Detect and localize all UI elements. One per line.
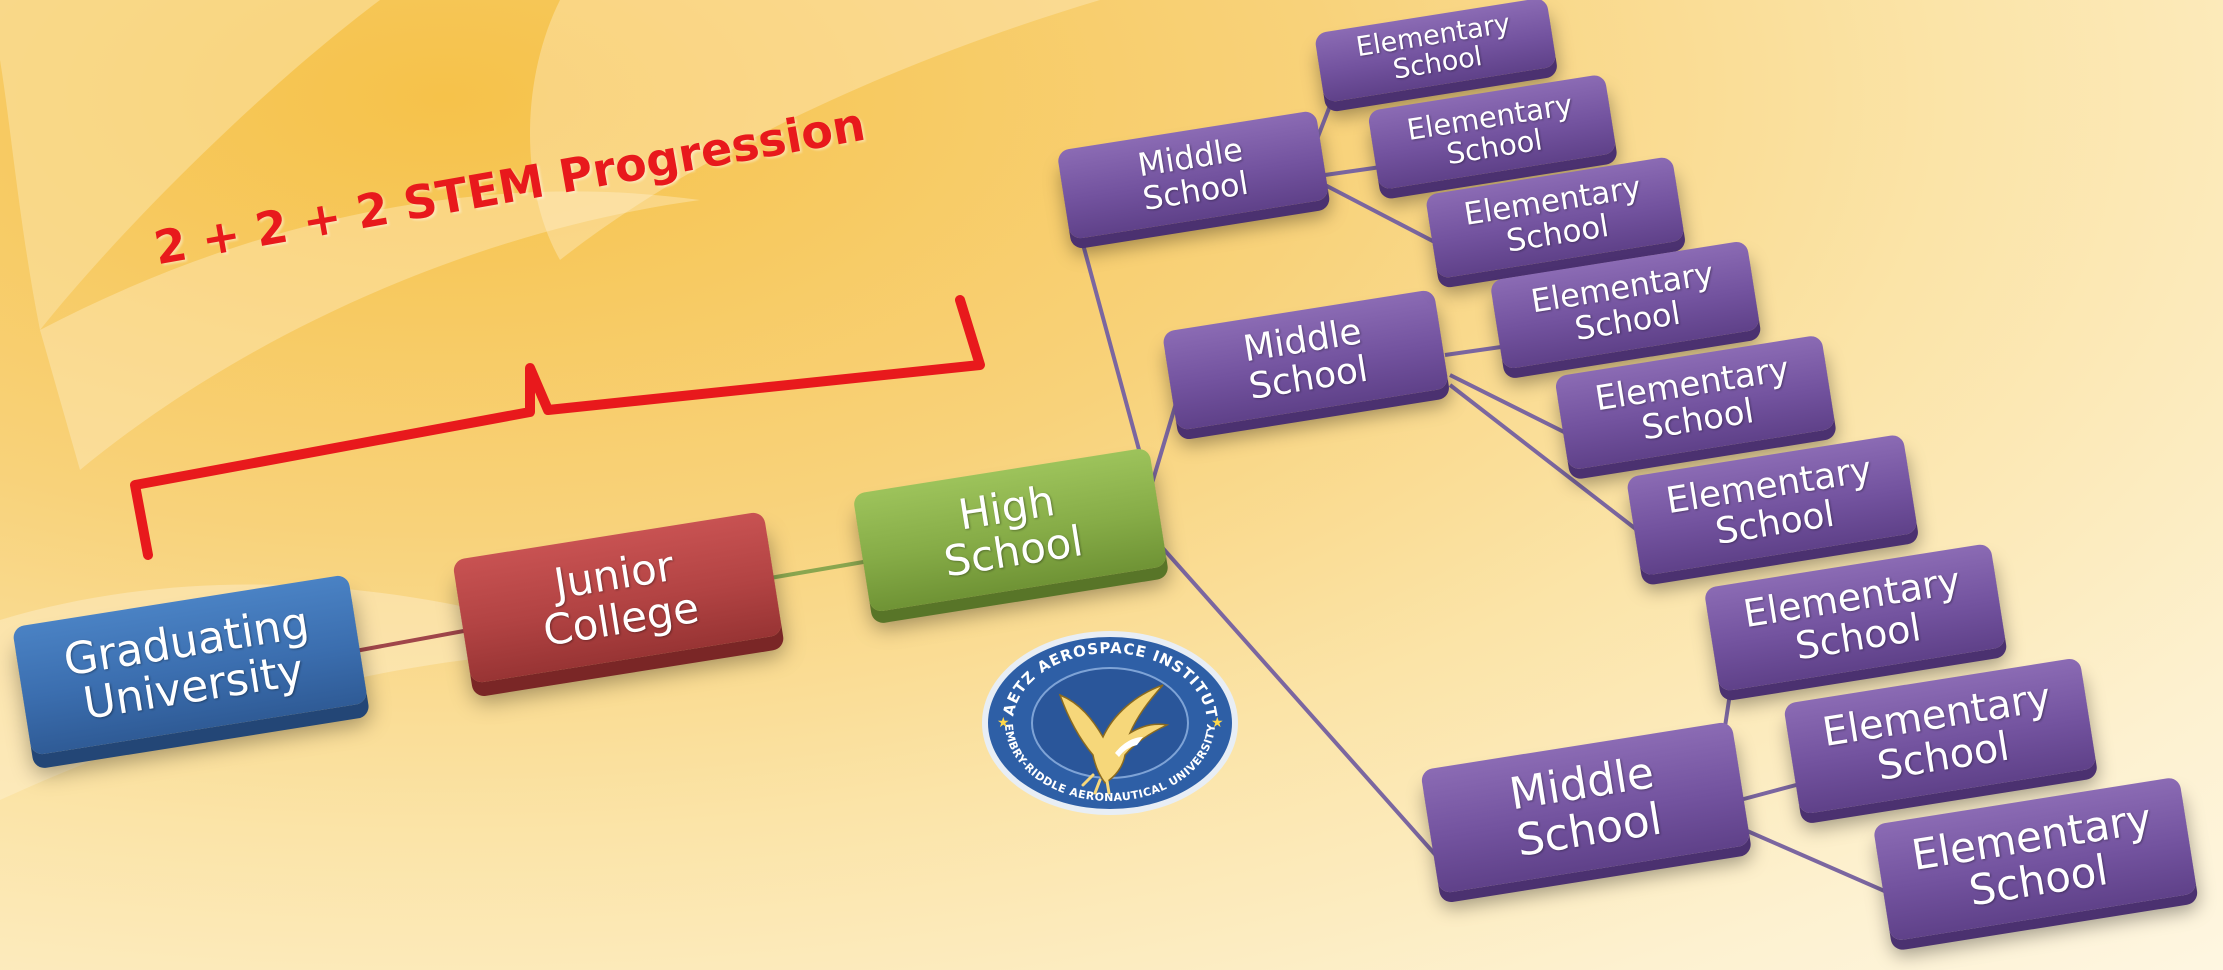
eagle-icon [1058,684,1170,795]
svg-text:★: ★ [997,715,1010,731]
connector-hs-ms3 [1158,543,1442,862]
svg-text:★: ★ [1211,715,1224,731]
progression-bracket [130,295,985,560]
connector-univ-college [349,626,481,654]
connector-hs-ms1 [1073,214,1152,491]
connector-college-hs [769,558,876,580]
